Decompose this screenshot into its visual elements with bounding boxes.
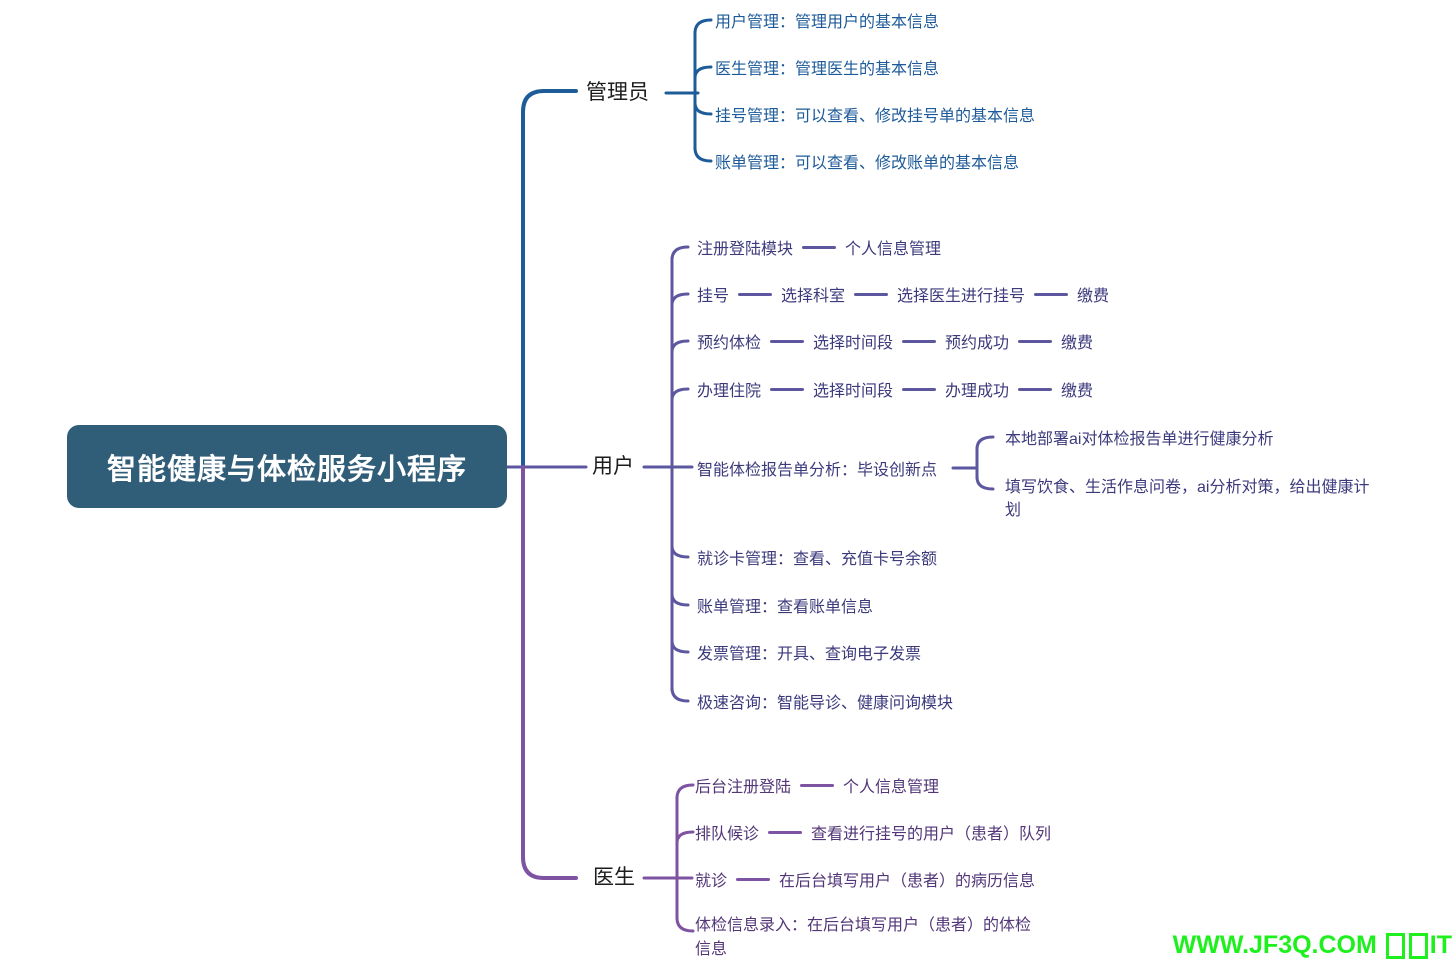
chain-line bbox=[1018, 387, 1053, 391]
admin-item[interactable]: 用户管理：管理用户的基本信息 bbox=[715, 8, 939, 32]
mindmap-node[interactable]: 预约体检 bbox=[697, 335, 762, 352]
mindmap-node[interactable]: 智能体检报告单分析：毕设创新点 bbox=[697, 462, 938, 479]
admin-item[interactable]: 挂号管理：可以查看、修改挂号单的基本信息 bbox=[715, 102, 1035, 126]
mindmap-node[interactable]: 排队候诊 bbox=[695, 826, 760, 843]
doctor-connectors bbox=[521, 465, 695, 933]
user-item-analysis[interactable]: 智能体检报告单分析：毕设创新点 bbox=[697, 456, 937, 480]
user-item[interactable]: 就诊卡管理：查看、充值卡号余额 bbox=[697, 545, 937, 569]
user-item[interactable]: 极速咨询：智能导诊、健康问询模块 bbox=[697, 689, 953, 713]
analysis-child[interactable]: 填写饮食、生活作息问卷，ai分析对策，给出健康计划 bbox=[1005, 479, 1370, 519]
root-node[interactable]: 智能健康与体检服务小程序 bbox=[67, 425, 507, 508]
chain-line bbox=[768, 830, 803, 834]
mindmap-node[interactable]: 选择科室 bbox=[781, 288, 846, 305]
user-item[interactable]: 账单管理：查看账单信息 bbox=[697, 593, 873, 617]
chain-line bbox=[800, 783, 835, 787]
chain-line bbox=[738, 292, 773, 296]
mindmap-node[interactable]: 账单管理：查看账单信息 bbox=[697, 599, 874, 616]
doctor-item[interactable]: 就诊 在后台填写用户（患者）的病历信息 bbox=[695, 867, 1035, 891]
mindmap-node[interactable]: 在后台填写用户（患者）的病历信息 bbox=[779, 873, 1036, 890]
chain-line bbox=[770, 339, 805, 343]
user-item[interactable]: 办理住院 选择时间段 办理成功 缴费 bbox=[697, 377, 1093, 401]
chain-line bbox=[770, 387, 805, 391]
user-item[interactable]: 挂号 选择科室 选择医生进行挂号 缴费 bbox=[697, 282, 1109, 306]
mindmap-node[interactable]: 医生管理：管理医生的基本信息 bbox=[715, 61, 940, 78]
chain-line bbox=[1018, 339, 1053, 343]
mindmap-node[interactable]: 个人信息管理 bbox=[845, 241, 942, 258]
watermark-suffix: IT bbox=[1429, 931, 1452, 959]
mindmap-node[interactable]: 缴费 bbox=[1061, 383, 1094, 400]
mindmap-node[interactable]: 注册登陆模块 bbox=[697, 241, 794, 258]
user-item[interactable]: 发票管理：开具、查询电子发票 bbox=[697, 640, 921, 664]
admin-item[interactable]: 账单管理：可以查看、修改账单的基本信息 bbox=[715, 149, 1019, 173]
doctor-item[interactable]: 排队候诊 查看进行挂号的用户（患者）队列 bbox=[695, 820, 1051, 844]
chain-line bbox=[902, 387, 937, 391]
chain-line bbox=[1034, 292, 1069, 296]
admin-item[interactable]: 医生管理：管理医生的基本信息 bbox=[715, 55, 939, 79]
analysis-child[interactable]: 本地部署ai对体检报告单进行健康分析 bbox=[1005, 425, 1273, 449]
mindmap-node[interactable]: 个人信息管理 bbox=[843, 779, 940, 796]
mindmap-node[interactable]: 缴费 bbox=[1077, 288, 1110, 305]
mindmap-node[interactable]: 办理成功 bbox=[945, 383, 1010, 400]
admin-connectors bbox=[521, 18, 713, 469]
mindmap-node[interactable]: 选择时间段 bbox=[813, 335, 894, 352]
mindmap-node[interactable]: 就诊卡管理：查看、充值卡号余额 bbox=[697, 551, 938, 568]
missing-glyph-box bbox=[1408, 932, 1428, 959]
mindmap-node[interactable]: 选择医生进行挂号 bbox=[897, 288, 1026, 305]
mindmap-node[interactable]: 挂号管理：可以查看、修改挂号单的基本信息 bbox=[715, 108, 1036, 125]
doctor-item[interactable]: 体检信息录入：在后台填写用户（患者）的体检信息 bbox=[695, 917, 1032, 958]
watermark-site: WWW.JF3Q.COM bbox=[1172, 931, 1384, 959]
mindmap-node[interactable]: 用户管理：管理用户的基本信息 bbox=[715, 14, 940, 31]
branch-label-admin[interactable]: 管理员 bbox=[586, 81, 649, 104]
mindmap-node[interactable]: 查看进行挂号的用户（患者）队列 bbox=[811, 826, 1052, 843]
branch-label-user[interactable]: 用户 bbox=[592, 455, 634, 478]
doctor-item[interactable]: 后台注册登陆 个人信息管理 bbox=[695, 773, 939, 797]
mindmap-node[interactable]: 后台注册登陆 bbox=[695, 779, 792, 796]
chain-line bbox=[854, 292, 889, 296]
mindmap-node[interactable]: 就诊 bbox=[695, 873, 728, 890]
user-item[interactable]: 注册登陆模块 个人信息管理 bbox=[697, 235, 941, 259]
mindmap-node[interactable]: 发票管理：开具、查询电子发票 bbox=[697, 646, 922, 663]
mindmap-node[interactable]: 选择时间段 bbox=[813, 383, 894, 400]
mindmap-node[interactable]: 极速咨询：智能导诊、健康问询模块 bbox=[697, 695, 954, 712]
mindmap-node[interactable]: 预约成功 bbox=[945, 335, 1010, 352]
chain-line bbox=[902, 339, 937, 343]
branch-label-doctor[interactable]: 医生 bbox=[593, 866, 635, 889]
chain-line bbox=[736, 877, 771, 881]
mindmap-node[interactable]: 缴费 bbox=[1061, 335, 1094, 352]
watermark: WWW.JF3Q.COM IT bbox=[1173, 931, 1452, 960]
mindmap-node[interactable]: 办理住院 bbox=[697, 383, 762, 400]
mindmap-node[interactable]: 账单管理：可以查看、修改账单的基本信息 bbox=[715, 155, 1020, 172]
user-item[interactable]: 预约体检 选择时间段 预约成功 缴费 bbox=[697, 329, 1093, 353]
mindmap-node[interactable]: 挂号 bbox=[697, 288, 730, 305]
user-connectors bbox=[505, 245, 995, 703]
mindmap-node[interactable]: 本地部署ai对体检报告单进行健康分析 bbox=[1005, 431, 1274, 448]
missing-glyph-box bbox=[1385, 932, 1405, 959]
chain-line bbox=[802, 245, 837, 249]
